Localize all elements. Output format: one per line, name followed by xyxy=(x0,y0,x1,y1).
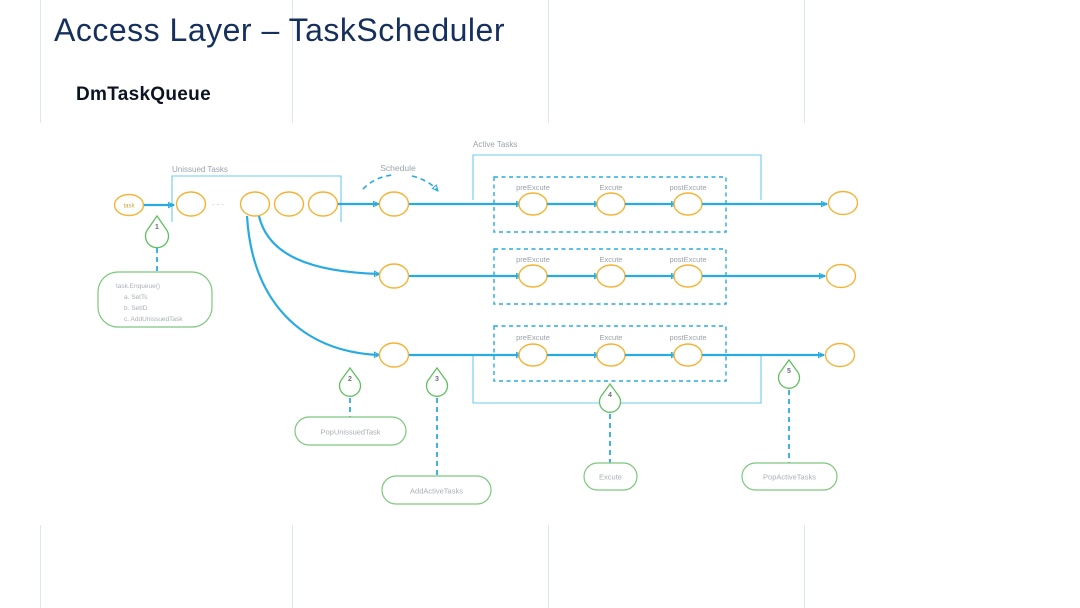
node-row1-exe[interactable] xyxy=(596,192,626,216)
unissued-task-nodes: · · · xyxy=(175,191,339,217)
layout-guide-6 xyxy=(292,525,293,608)
row-2: preExcute Excute postExcute xyxy=(378,248,857,305)
pin-marker-5 xyxy=(777,358,801,389)
callout-4-title: Excute xyxy=(599,473,622,482)
dashed-box-row2 xyxy=(493,248,727,305)
schedule-label: Schedule xyxy=(380,163,416,173)
callout-box-2 xyxy=(294,416,407,446)
callout-3-title: AddActiveTasks xyxy=(410,487,463,496)
dashed-box-row1 xyxy=(493,176,727,233)
bracket-label-unissued: Unissued Tasks xyxy=(172,165,228,174)
node-unissued-3[interactable] xyxy=(273,191,305,217)
layout-guide-8 xyxy=(804,525,805,608)
stage-label-row3-exe: Excute xyxy=(600,333,623,342)
dashed-box-row3 xyxy=(493,325,727,382)
node-row2-end[interactable] xyxy=(825,263,857,289)
bracket-label-active: Active Tasks xyxy=(473,140,517,149)
row-3: preExcute Excute postExcute xyxy=(378,325,856,382)
pin-number-5: 5 xyxy=(787,368,791,375)
callout-5-title: PopActiveTasks xyxy=(763,473,816,482)
node-schedule-row2[interactable] xyxy=(378,263,410,289)
callout-1-item-0: a. SetTs xyxy=(124,294,148,301)
callout-2[interactable]: 2 PopUnissuedTask xyxy=(294,366,407,446)
node-row1-end[interactable] xyxy=(827,190,859,216)
callout-box-5 xyxy=(741,462,838,491)
node-row3-end[interactable] xyxy=(824,342,856,368)
callout-3[interactable]: 3 AddActiveTasks xyxy=(381,366,492,505)
row-1: preExcute Excute postExcute xyxy=(378,176,859,233)
node-row3-pre[interactable] xyxy=(518,343,548,367)
callout-box-4 xyxy=(583,462,638,491)
pin-number-2: 2 xyxy=(348,376,352,383)
stage-label-row2-pre: preExcute xyxy=(516,255,550,264)
edge-queue-to-row3 xyxy=(245,215,380,355)
page-title: Access Layer – TaskScheduler xyxy=(54,12,505,48)
node-unissued-2[interactable] xyxy=(239,191,271,217)
schedule-arc-right xyxy=(411,175,438,191)
callout-1[interactable]: 1 task.Enqueue() a. SetTs b. SetID c. Ad… xyxy=(97,214,213,328)
layout-guide-4 xyxy=(804,0,805,123)
node-schedule-row1[interactable] xyxy=(378,191,410,217)
callout-1-item-2: c. AddUnissuedTask xyxy=(124,316,183,323)
pin-number-3: 3 xyxy=(435,376,439,383)
layout-guide-7 xyxy=(548,525,549,608)
layout-guide-2 xyxy=(292,0,293,123)
callout-4[interactable]: 4 Excute xyxy=(583,382,638,491)
pin-number-4: 4 xyxy=(608,392,612,399)
stage-label-row1-pre: preExcute xyxy=(516,183,550,192)
node-row2-post[interactable] xyxy=(673,264,703,288)
pin-marker-2 xyxy=(338,366,362,397)
pin-marker-4 xyxy=(598,382,622,413)
node-row1-pre[interactable] xyxy=(518,192,548,216)
node-task-source[interactable]: task xyxy=(113,193,145,217)
node-unissued-4[interactable] xyxy=(307,191,339,217)
callout-1-title: task.Enqueue() xyxy=(116,283,160,290)
page-subtitle: DmTaskQueue xyxy=(76,84,211,105)
bracket-unissued-tasks: Unissued Tasks xyxy=(171,165,342,222)
stage-label-row1-exe: Excute xyxy=(600,183,623,192)
node-unissued-1[interactable] xyxy=(175,191,207,217)
stage-label-row2-post: postExcute xyxy=(669,255,706,264)
node-row1-post[interactable] xyxy=(673,192,703,216)
stage-label-row2-exe: Excute xyxy=(600,255,623,264)
node-row3-post[interactable] xyxy=(673,343,703,367)
schedule-annotation: Schedule xyxy=(362,163,438,191)
node-row3-exe[interactable] xyxy=(596,343,626,367)
callout-box-1 xyxy=(97,271,213,328)
layout-guide-1 xyxy=(40,0,41,123)
callout-1-item-1: b. SetID xyxy=(124,305,148,312)
layout-guide-3 xyxy=(548,0,549,123)
callout-5[interactable]: 5 PopActiveTasks xyxy=(741,358,838,491)
callout-box-3 xyxy=(381,475,492,505)
edge-queue-to-row2 xyxy=(257,215,380,274)
node-row2-exe[interactable] xyxy=(596,264,626,288)
callout-2-title: PopUnissuedTask xyxy=(320,428,380,437)
node-schedule-row3[interactable] xyxy=(378,342,410,368)
layout-guide-5 xyxy=(40,525,41,608)
stage-label-row3-post: postExcute xyxy=(669,333,706,342)
pin-marker-1 xyxy=(144,214,170,249)
stage-label-row3-pre: preExcute xyxy=(516,333,550,342)
unissued-ellipsis: · · · xyxy=(212,200,224,209)
node-task-label: task xyxy=(123,204,135,210)
node-task-shape xyxy=(113,193,145,217)
pin-marker-3 xyxy=(425,366,449,397)
schedule-arc-left xyxy=(362,174,394,190)
pin-number-1: 1 xyxy=(155,224,159,231)
stage-label-row1-post: postExcute xyxy=(669,183,706,192)
node-row2-pre[interactable] xyxy=(518,264,548,288)
